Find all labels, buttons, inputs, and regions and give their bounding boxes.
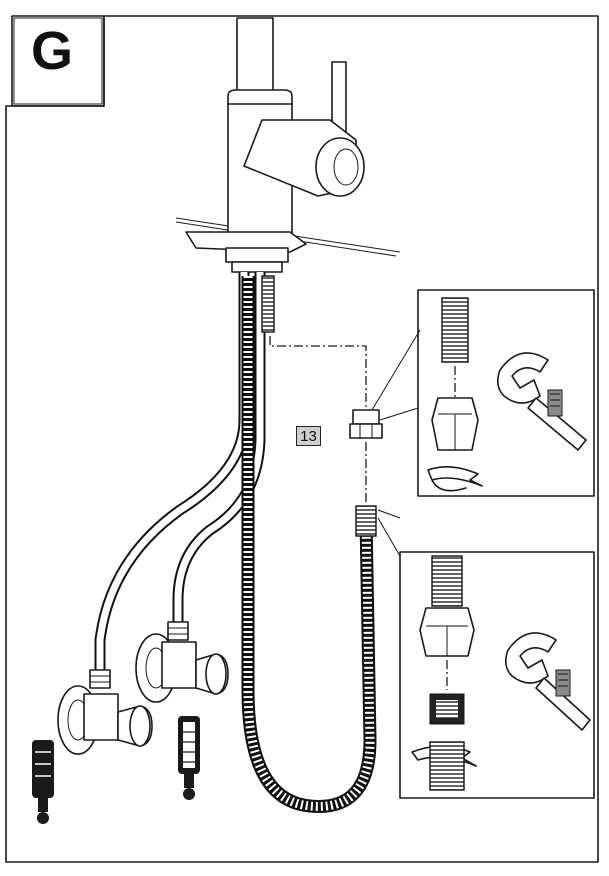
detail-wrench-icon: [496, 352, 587, 451]
angle-valve-right-icon: [135, 621, 229, 703]
detail-box-upper: [417, 289, 595, 497]
part-callout-13: 13: [296, 426, 321, 446]
filter-cartridge-icon: [32, 740, 54, 824]
assembly-path: [269, 336, 367, 504]
hot-water-hose-icon: [94, 272, 250, 676]
pull-out-spray-hose-icon: [241, 275, 377, 813]
nut-13-icon: [349, 409, 383, 439]
step-letter: G: [30, 21, 73, 81]
tap-body-icon: [185, 17, 365, 273]
cold-water-hose-icon: [172, 272, 266, 622]
detail-box-lower: [399, 551, 595, 799]
detail-wrench-icon: [504, 632, 591, 731]
rotation-arrow-icon: [427, 466, 483, 487]
detail-leader-lower: [377, 509, 401, 557]
filter-cartridge-icon: [178, 716, 200, 800]
page-frame: [5, 15, 599, 863]
angle-valve-left-icon: [57, 669, 153, 755]
detail-leader-upper: [371, 329, 421, 421]
